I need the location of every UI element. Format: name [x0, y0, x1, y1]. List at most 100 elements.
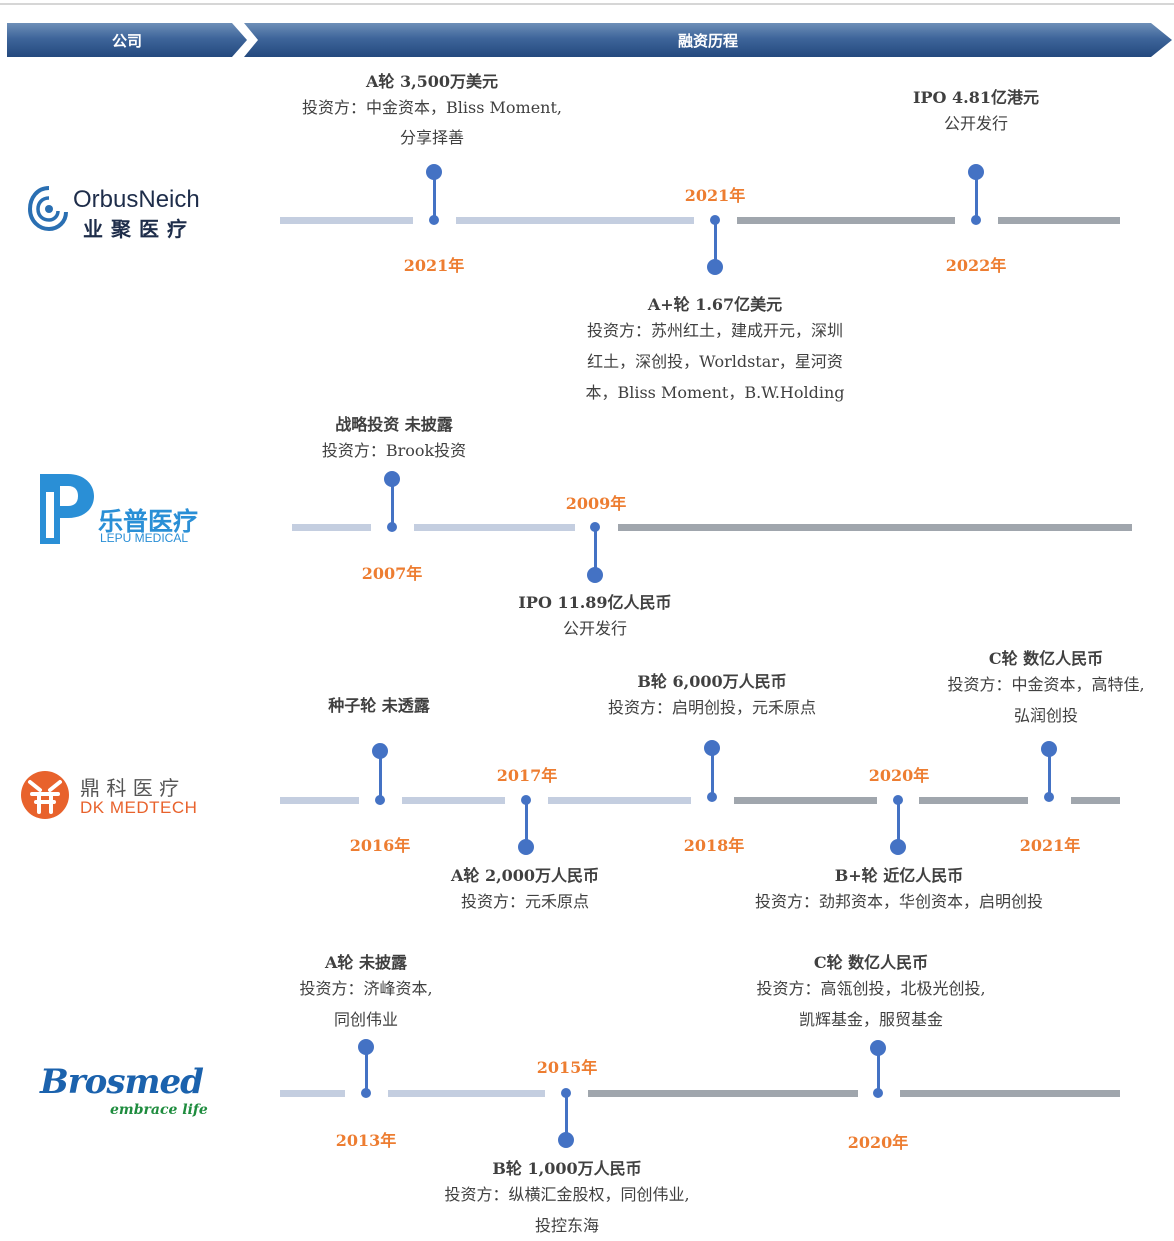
event-title: C轮 数亿人民币: [813, 953, 929, 972]
event-year: 2013年: [335, 1131, 397, 1150]
event-stem: [975, 178, 978, 218]
event-stem: [525, 802, 528, 842]
event-label: 种子轮 未透露: [279, 696, 479, 716]
timeline-node: [873, 1088, 883, 1098]
event-label: IPO 11.89亿人民币 公开发行: [445, 593, 745, 644]
dk-medtech-icon: [21, 771, 69, 819]
event-stem: [1048, 755, 1051, 797]
timeline-track: [548, 797, 691, 804]
event-label: A轮 2,000万人民币 投资方：元禾原点: [405, 866, 645, 917]
event-investors: 投资方：元禾原点: [460, 892, 589, 911]
event-label: B+轮 近亿人民币 投资方：劲邦资本，华创资本，启明创投: [724, 866, 1074, 917]
event-title: 战略投资 未披露: [335, 415, 453, 434]
event-year: 2016年: [349, 836, 411, 855]
timeline-node: [893, 795, 903, 805]
timeline-node: [521, 795, 531, 805]
event-label: C轮 数亿人民币 投资方：中金资本，高特佳, 弘润创投: [914, 649, 1174, 731]
dk-medtech-logo-cn: 鼎 科 医 疗: [80, 776, 180, 800]
event-title: A+轮 1.67亿美元: [647, 295, 783, 314]
event-year: 2015年: [536, 1058, 598, 1077]
timeline-track: [588, 1090, 858, 1097]
event-title: A轮 未披露: [325, 953, 407, 972]
timeline-track: [292, 524, 371, 531]
lepu-logo-cn: 乐普医疗: [98, 507, 199, 536]
event-marker: [890, 839, 906, 855]
header-history-label: 融资历程: [677, 31, 738, 50]
event-investors: 同创伟业: [333, 1010, 398, 1029]
timeline-track: [737, 217, 955, 224]
event-stem: [433, 178, 436, 218]
event-investors: 投控东海: [534, 1216, 599, 1235]
orbusneich-logo: OrbusNeich 业聚医疗: [27, 182, 237, 242]
event-investors: 公开发行: [562, 619, 627, 638]
event-marker: [558, 1132, 574, 1148]
event-title: B轮 1,000万人民币: [492, 1159, 642, 1178]
event-year: 2009年: [565, 494, 627, 513]
timeline-track: [900, 1090, 1120, 1097]
header-history: 融资历程: [244, 23, 1172, 57]
timeline-node: [561, 1088, 571, 1098]
event-title: B轮 6,000万人民币: [637, 672, 787, 691]
timeline-node: [429, 215, 439, 225]
header-company-label: 公司: [111, 31, 142, 50]
event-label: B轮 1,000万人民币 投资方：纵横汇金股权，同创伟业, 投控东海: [402, 1159, 732, 1241]
event-marker: [426, 164, 442, 180]
top-rule: [0, 3, 1174, 5]
event-year: 2020年: [847, 1133, 909, 1152]
event-stem: [711, 754, 714, 797]
dk-medtech-logo-en: DK MEDTECH: [80, 798, 198, 817]
event-stem: [714, 222, 717, 262]
event-title: C轮 数亿人民币: [988, 649, 1104, 668]
event-investors: 投资方：苏州红土，建成开元，深圳: [586, 321, 843, 340]
brosmed-logo: Brosmed embrace life: [40, 1062, 210, 1126]
dk-medtech-logo: 鼎 科 医 疗 DK MEDTECH: [20, 770, 220, 822]
event-investors: 投资方：Brook投资: [321, 441, 467, 460]
timeline-node: [971, 215, 981, 225]
header-company: 公司: [7, 23, 247, 57]
timeline-track: [388, 1090, 545, 1097]
timeline-node: [707, 792, 717, 802]
orbusneich-logo-name: OrbusNeich: [73, 186, 200, 213]
event-stem: [379, 757, 382, 797]
timeline-node: [375, 795, 385, 805]
event-title: 种子轮 未透露: [328, 696, 430, 715]
event-title: A轮 2,000万人民币: [450, 866, 600, 885]
timeline-track: [1071, 797, 1120, 804]
timeline-node: [1044, 792, 1054, 802]
event-year: 2020年: [868, 766, 930, 785]
timeline-node: [387, 522, 397, 532]
event-label: A轮 未披露 投资方：济峰资本, 同创伟业: [246, 953, 486, 1035]
event-label: C轮 数亿人民币 投资方：高瓴创投，北极光创投, 凯辉基金，服贸基金: [706, 953, 1036, 1035]
event-investors: 本，Bliss Moment，B.W.Holding: [585, 383, 845, 402]
event-year: 2007年: [361, 564, 423, 583]
event-year: 2022年: [945, 256, 1007, 275]
event-title: IPO 4.81亿港元: [913, 88, 1039, 107]
event-label: 战略投资 未披露 投资方：Brook投资: [244, 415, 544, 466]
timeline-track: [456, 217, 694, 224]
lepu-logo-en: LEPU MEDICAL: [100, 531, 189, 545]
event-year: 2017年: [496, 766, 558, 785]
event-stem: [365, 1053, 368, 1091]
event-label: IPO 4.81亿港元 公开发行: [826, 88, 1126, 139]
orbusneich-logo-cn: 业聚医疗: [83, 217, 195, 241]
event-investors: 红土，深创投，Worldstar，星河资: [587, 352, 843, 371]
event-marker: [1041, 741, 1057, 757]
timeline-node: [710, 215, 720, 225]
event-investors: 弘润创投: [1013, 706, 1078, 725]
event-title: A轮 3,500万美元: [365, 72, 499, 91]
timeline-node: [361, 1088, 371, 1098]
timeline-track: [734, 797, 877, 804]
brosmed-logo-tagline: embrace life: [110, 1102, 208, 1118]
timeline-track: [402, 797, 505, 804]
event-investors: 凯辉基金，服贸基金: [798, 1010, 943, 1029]
event-marker: [358, 1039, 374, 1055]
event-investors: 投资方：中金资本，Bliss Moment,: [302, 98, 562, 117]
event-investors: 投资方：劲邦资本，华创资本，启明创投: [754, 892, 1043, 911]
timeline-track: [414, 524, 575, 531]
lepu-logo: 乐普医疗 LEPU MEDICAL: [38, 472, 218, 547]
event-label: A+轮 1.67亿美元 投资方：苏州红土，建成开元，深圳 红土，深创投，Worl…: [545, 295, 885, 408]
event-marker: [372, 743, 388, 759]
timeline-node: [590, 522, 600, 532]
timeline-track: [919, 797, 1028, 804]
event-marker: [968, 164, 984, 180]
